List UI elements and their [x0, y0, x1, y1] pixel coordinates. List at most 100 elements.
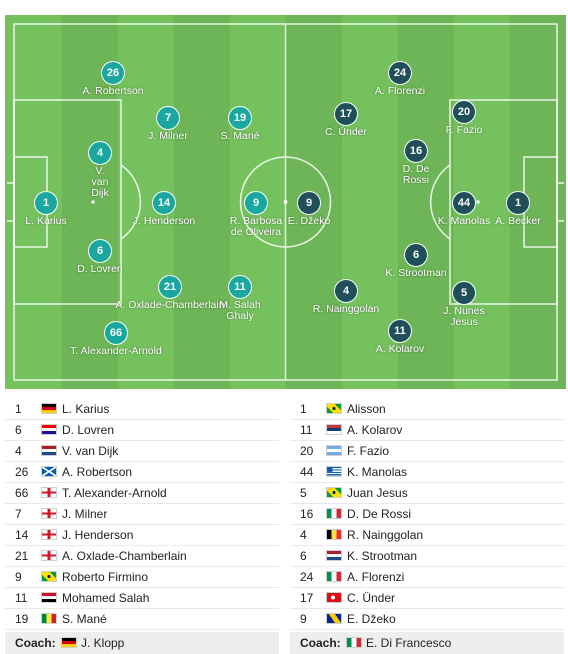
lineup-row: 6 D. Lovren [5, 420, 279, 441]
bosnia-flag-icon [326, 613, 342, 624]
player-number: 4 [334, 279, 358, 303]
player-name: A. Oxlade-Chamberlain [115, 299, 225, 311]
player-name-link[interactable]: Juan Jesus [347, 486, 408, 500]
coach-label: Coach: [15, 636, 56, 650]
player-name: A. Becker [495, 215, 541, 227]
pitch: 26 A. Robertson 7 J. Milner 19 S. Mané 4… [5, 15, 566, 389]
shirt-number: 17 [300, 591, 314, 605]
lineup-row: 16 D. De Rossi [290, 504, 564, 525]
player-number: 6 [88, 239, 112, 263]
player-name-link[interactable]: Alisson [347, 402, 386, 416]
player-number: 1 [34, 191, 58, 215]
player-name-link[interactable]: J. Milner [62, 507, 108, 521]
player-name-link[interactable]: J. Henderson [62, 528, 134, 542]
player-name-link[interactable]: L. Karius [62, 402, 110, 416]
lineup-row: 24 A. Florenzi [290, 567, 564, 588]
player-name: J. Nunes Jesus [443, 305, 485, 328]
player-name-link[interactable]: F. Fazio [347, 444, 390, 458]
player-number: 1 [506, 191, 530, 215]
brazil-flag-icon [41, 571, 57, 582]
lineup-row: 11 A. Kolarov [290, 420, 564, 441]
player-name-link[interactable]: D. De Rossi [347, 507, 412, 521]
player-name: E. Džeko [287, 215, 331, 227]
player-name: C. Ünder [324, 126, 367, 138]
england-flag-icon [41, 550, 57, 561]
shirt-number: 1 [300, 402, 307, 416]
player-name-link[interactable]: Mohamed Salah [62, 591, 150, 605]
player-name: D. Lovren [77, 263, 123, 275]
shirt-number: 6 [15, 423, 22, 437]
player-name-link[interactable]: R. Nainggolan [347, 528, 424, 542]
player-name: K. Strootman [385, 267, 447, 279]
player-name-link[interactable]: C. Ünder [347, 591, 396, 605]
coach-name[interactable]: E. Di Francesco [366, 636, 452, 650]
netherlands-flag-icon [326, 550, 342, 561]
shirt-number: 6 [300, 549, 307, 563]
player-number: 17 [334, 102, 358, 126]
player-number: 16 [404, 139, 428, 163]
player-name-link[interactable]: T. Alexander-Arnold [62, 486, 167, 500]
player-number: 11 [388, 319, 412, 343]
lineup-row: 6 K. Strootman [290, 546, 564, 567]
coach-name[interactable]: J. Klopp [81, 636, 125, 650]
argentina-flag-icon [326, 445, 342, 456]
player-name: R. Barbosa de Oliveira [229, 215, 283, 238]
shirt-number: 7 [15, 507, 22, 521]
greece-flag-icon [326, 466, 342, 477]
player-name-link[interactable]: V. van Dijk [62, 444, 119, 458]
germany-flag-icon [61, 637, 77, 648]
player-number: 6 [404, 243, 428, 267]
shirt-number: 11 [300, 423, 313, 437]
player-number: 66 [104, 321, 128, 345]
lineup-row: 14 J. Henderson [5, 525, 279, 546]
shirt-number: 4 [15, 444, 22, 458]
netherlands-flag-icon [41, 445, 57, 456]
pitch-markings [7, 23, 564, 381]
shirt-number: 24 [300, 570, 314, 584]
player-name: D. De Rossi [402, 163, 430, 186]
player-name: F. Fazio [445, 124, 483, 136]
lineup-row: 4 V. van Dijk [5, 441, 279, 462]
player-name-link[interactable]: A. Kolarov [347, 423, 403, 437]
player-name-link[interactable]: S. Mané [62, 612, 107, 626]
player-number: 5 [452, 281, 476, 305]
serbia-flag-icon [326, 424, 342, 435]
lineup-row: 7 J. Milner [5, 504, 279, 525]
shirt-number: 5 [300, 486, 307, 500]
player-name-link[interactable]: Roberto Firmino [62, 570, 149, 584]
player-name: A. Florenzi [374, 85, 426, 97]
player-name-link[interactable]: A. Florenzi [347, 570, 405, 584]
england-flag-icon [41, 529, 57, 540]
player-number: 44 [452, 191, 476, 215]
senegal-flag-icon [41, 613, 57, 624]
player-name-link[interactable]: K. Manolas [347, 465, 408, 479]
player-number: 26 [101, 61, 125, 85]
player-name: J. Henderson [132, 215, 196, 227]
croatia-flag-icon [41, 424, 57, 435]
player-name: V. van Dijk [91, 165, 109, 199]
player-number: 9 [297, 191, 321, 215]
player-name-link[interactable]: K. Strootman [347, 549, 418, 563]
player-name-link[interactable]: D. Lovren [62, 423, 115, 437]
player-name-link[interactable]: E. Džeko [347, 612, 396, 626]
scotland-flag-icon [41, 466, 57, 477]
shirt-number: 14 [15, 528, 29, 542]
player-number: 9 [244, 191, 268, 215]
player-name-link[interactable]: A. Oxlade-Chamberlain [62, 549, 187, 563]
player-name: J. Milner [148, 130, 188, 142]
italy-flag-icon [326, 508, 342, 519]
player-number: 4 [88, 141, 112, 165]
player-number: 7 [156, 106, 180, 130]
shirt-number: 9 [15, 570, 22, 584]
player-name-link[interactable]: A. Robertson [62, 465, 133, 479]
player-name: K. Manolas [437, 215, 491, 227]
lineup-row: 9 Roberto Firmino [5, 567, 279, 588]
shirt-number: 16 [300, 507, 314, 521]
germany-flag-icon [41, 403, 57, 414]
